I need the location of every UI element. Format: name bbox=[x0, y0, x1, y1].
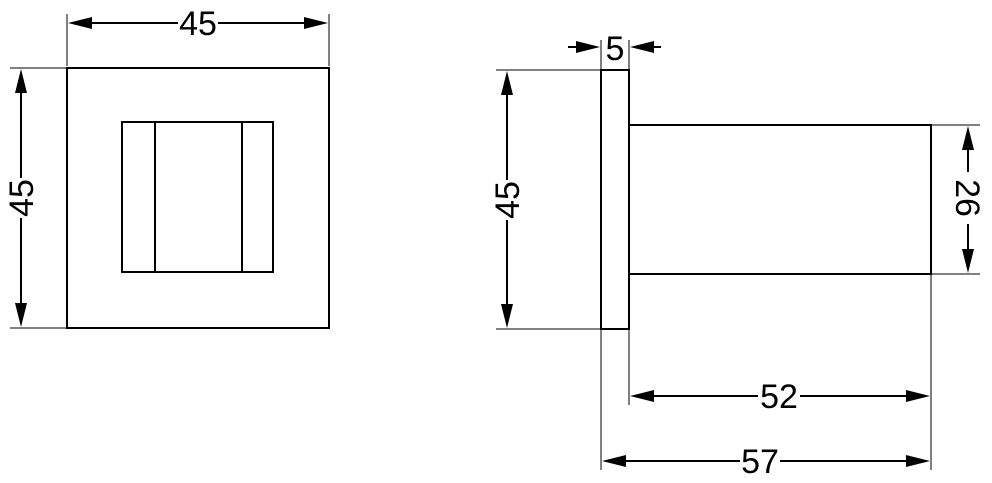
side-view: 5 45 26 bbox=[489, 30, 986, 481]
arrowhead-top bbox=[501, 71, 513, 95]
total-length-label: 57 bbox=[741, 443, 779, 481]
front-view: 45 45 bbox=[3, 5, 330, 329]
front-knob-outline bbox=[121, 121, 274, 273]
front-plate-outline bbox=[66, 67, 330, 329]
arrowhead-left bbox=[576, 41, 600, 53]
knob-diameter-dimension: 26 bbox=[932, 124, 986, 275]
arrowhead-top bbox=[15, 69, 27, 93]
total-length-dimension: 57 bbox=[600, 330, 930, 481]
arrowhead-right bbox=[630, 41, 654, 53]
front-width-label: 45 bbox=[179, 5, 217, 43]
side-plate-outline bbox=[600, 69, 630, 330]
arrowhead-right bbox=[906, 455, 930, 467]
arrowhead-left bbox=[68, 17, 92, 29]
arrowhead-left bbox=[630, 390, 654, 402]
arrowhead-right bbox=[906, 390, 930, 402]
plate-thickness-label: 5 bbox=[606, 30, 625, 68]
arrowhead-bottom bbox=[15, 303, 27, 327]
side-knob-outline bbox=[628, 124, 932, 275]
knob-length-label: 52 bbox=[760, 378, 798, 416]
front-height-label: 45 bbox=[3, 179, 41, 217]
front-height-dimension: 45 bbox=[3, 67, 66, 329]
plate-thickness-dimension: 5 bbox=[568, 30, 661, 69]
side-height-label: 45 bbox=[489, 181, 527, 219]
arrowhead-bottom bbox=[962, 249, 974, 273]
knob-length-dimension: 52 bbox=[628, 275, 932, 470]
front-width-dimension: 45 bbox=[66, 5, 330, 66]
arrowhead-bottom bbox=[501, 304, 513, 328]
knob-diameter-label: 26 bbox=[948, 179, 986, 217]
arrowhead-right bbox=[304, 17, 328, 29]
side-height-dimension: 45 bbox=[489, 69, 600, 330]
arrowhead-left bbox=[602, 455, 626, 467]
arrowhead-top bbox=[962, 126, 974, 150]
